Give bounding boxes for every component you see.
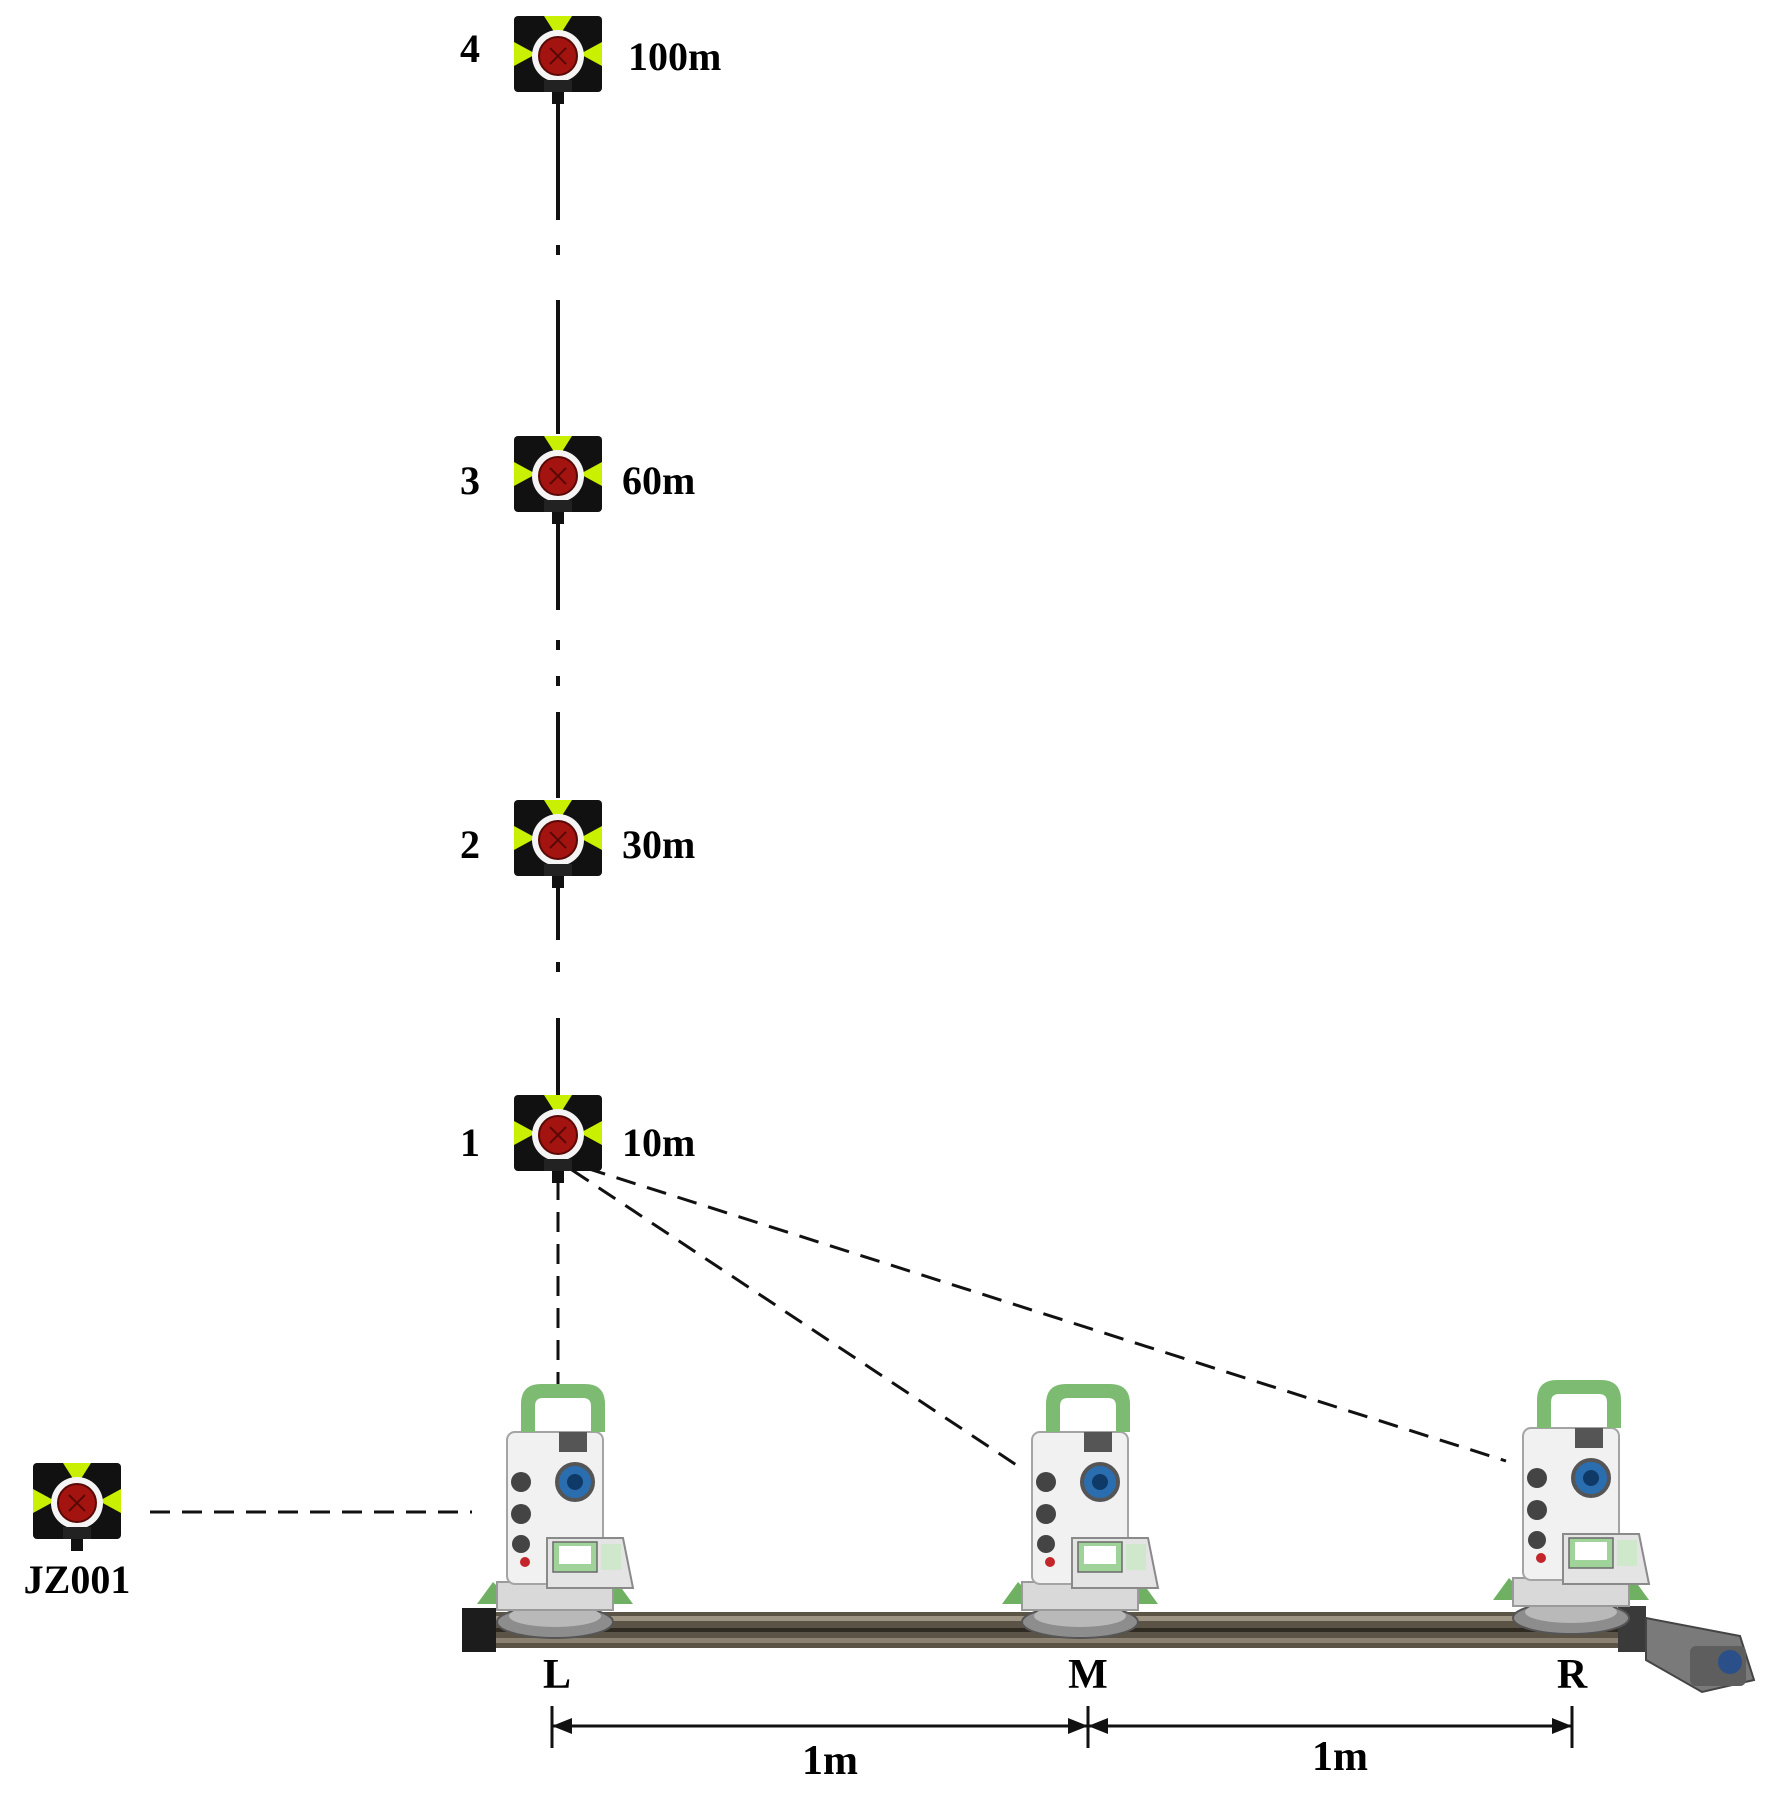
total-station-r [1491, 1378, 1651, 1636]
prism-number-2: 2 [460, 822, 480, 867]
station-label-r: R [1557, 1652, 1588, 1698]
reference-prism-label: JZ001 [24, 1557, 131, 1602]
prism-distance-1: 10m [622, 1120, 695, 1165]
spacing-label-l-m: 1m [802, 1738, 858, 1784]
total-station-l [475, 1382, 635, 1640]
prism-distance-3: 60m [622, 458, 695, 503]
motor-drive [1645, 1616, 1756, 1694]
prism-target-3 [513, 435, 603, 525]
total-station-m [1000, 1382, 1160, 1640]
prism-number-4: 4 [460, 26, 480, 71]
prism-number-3: 3 [460, 458, 480, 503]
prism-target-1 [513, 1094, 603, 1184]
station-label-l: L [543, 1652, 571, 1698]
station-label-m: M [1068, 1652, 1108, 1698]
sight-lines-to-stations [150, 1166, 1507, 1514]
prism-number-1: 1 [460, 1120, 480, 1165]
dimension-lines [550, 1706, 1574, 1748]
prism-target-jz001 [32, 1462, 122, 1552]
prism-target-2 [513, 799, 603, 889]
spacing-label-m-r: 1m [1312, 1734, 1368, 1780]
prism-distance-4: 100m [628, 34, 721, 79]
prism-target-4 [513, 15, 603, 105]
prism-distance-2: 30m [622, 822, 695, 867]
